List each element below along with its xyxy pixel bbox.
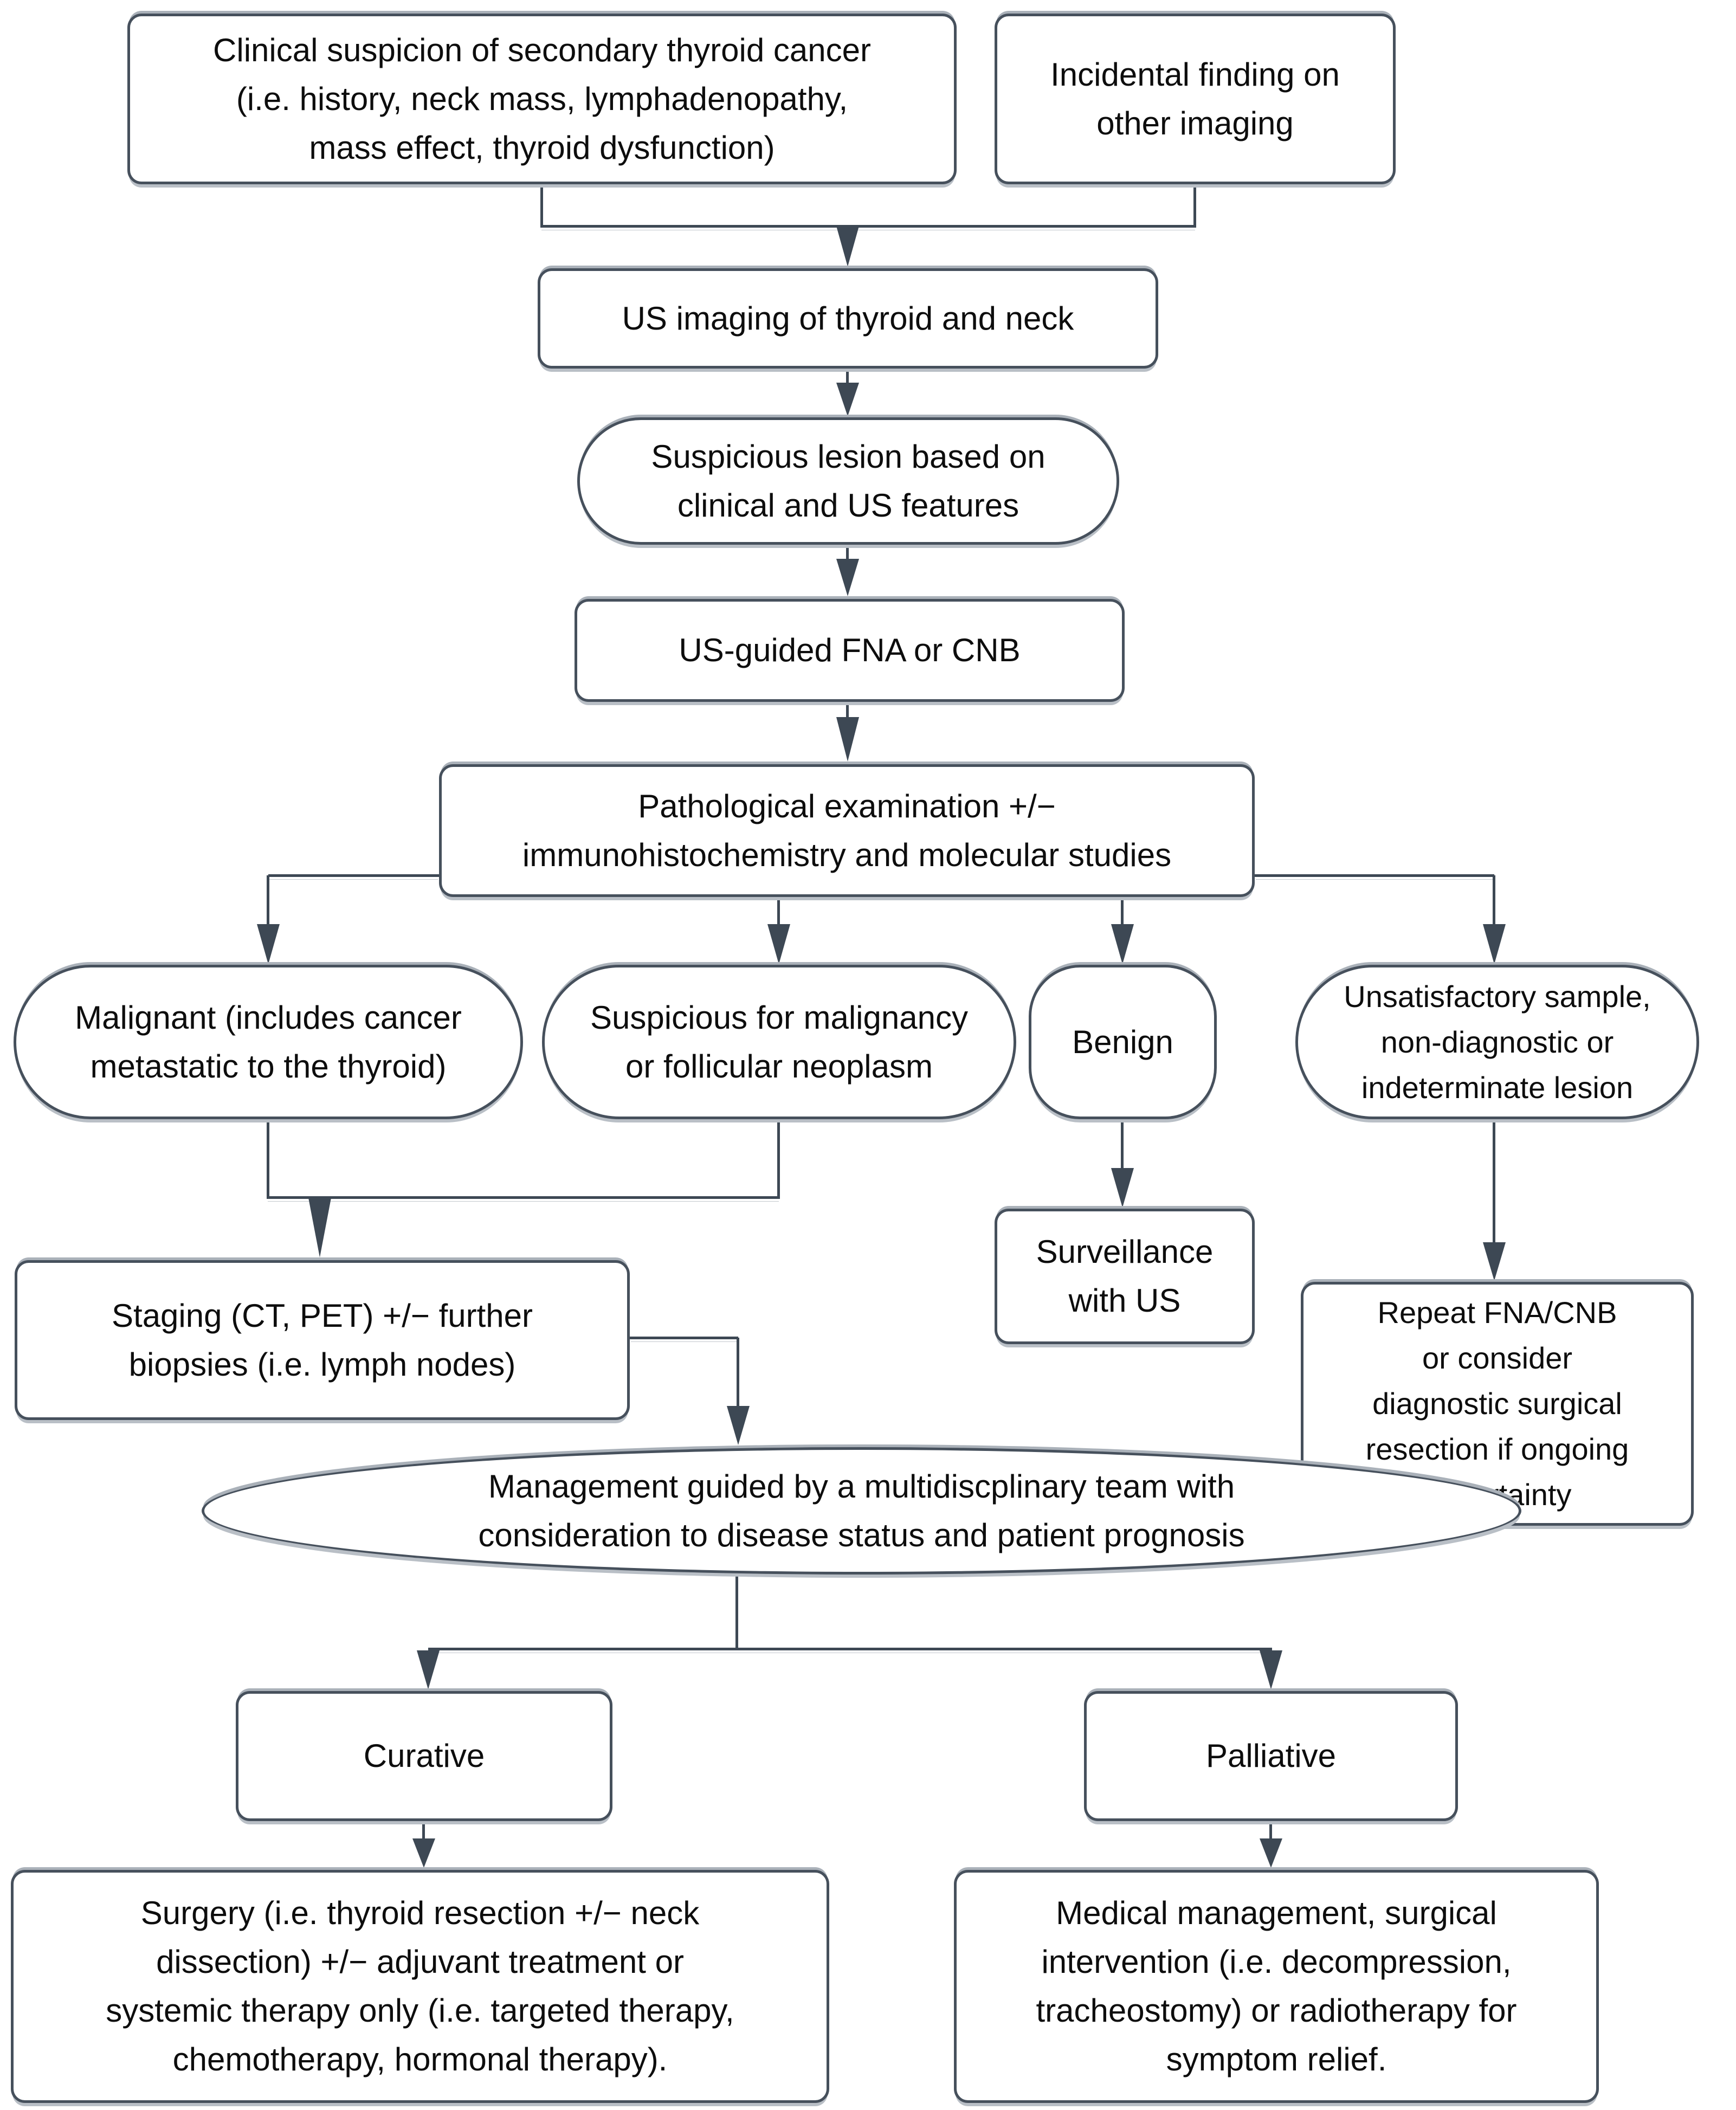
node-staging: Staging (CT, PET) +/− further biopsies (… (15, 1260, 630, 1420)
node-label: Clinical suspicion of secondary thyroid … (213, 31, 871, 166)
arrowhead-to-repeat-fna (1483, 1242, 1506, 1281)
connector-malignant-down (267, 1119, 269, 1198)
node-label: Suspicious for malignancy or follicular … (590, 999, 968, 1085)
connector-management-down (735, 1575, 738, 1649)
node-label: Medical management, surgical interventio… (1036, 1895, 1517, 2077)
node-label: Incidental finding on other imaging (1050, 56, 1340, 141)
node-medical-management: Medical management, surgical interventio… (954, 1870, 1599, 2103)
arrowhead-to-benign (1111, 924, 1134, 964)
node-curative: Curative (236, 1691, 612, 1821)
node-suspicious-for-malignancy: Suspicious for malignancy or follicular … (542, 965, 1016, 1119)
connector-lesion-down (846, 545, 849, 561)
node-suspicious-lesion: Suspicious lesion based on clinical and … (577, 417, 1119, 545)
connector-curative-down (422, 1821, 425, 1840)
arrowhead-to-suspicious-malignancy (767, 924, 790, 964)
node-label: Benign (1072, 1023, 1173, 1060)
node-label: Repeat FNA/CNB or consider diagnostic su… (1365, 1295, 1629, 1512)
connector-benign-down (1121, 1119, 1124, 1170)
connector-clinical-down (540, 184, 543, 228)
node-unsatisfactory-sample: Unsatisfactory sample, non-diagnostic or… (1295, 965, 1699, 1119)
node-label: Curative (363, 1738, 485, 1774)
node-label: US-guided FNA or CNB (679, 632, 1021, 668)
arrowhead-to-staging (308, 1198, 331, 1257)
node-label: Staging (CT, PET) +/− further biopsies (… (112, 1297, 533, 1383)
node-malignant: Malignant (includes cancer metastatic to… (14, 965, 523, 1119)
arrowhead-to-pathology (836, 717, 859, 762)
connector-suspicious-down (777, 1119, 780, 1198)
connector-pathology-down-2 (1121, 897, 1124, 927)
node-us-guided-fna: US-guided FNA or CNB (575, 599, 1125, 702)
node-repeat-fna: Repeat FNA/CNB or consider diagnostic su… (1301, 1282, 1694, 1526)
arrowhead-to-unsatisfactory (1483, 924, 1506, 964)
connector-merge-staging (267, 1196, 780, 1199)
arrowhead-to-surveillance (1111, 1168, 1134, 1208)
connector-pathology-down-1 (777, 897, 780, 927)
connector-incidental-down (1193, 184, 1196, 228)
node-label: Palliative (1205, 1738, 1337, 1774)
arrowhead-to-surgery (412, 1838, 435, 1868)
node-label: Suspicious lesion based on clinical and … (651, 438, 1046, 524)
node-label: Malignant (includes cancer metastatic to… (75, 999, 462, 1085)
arrowhead-to-malignant (257, 924, 280, 964)
connector-staging-right (630, 1337, 738, 1339)
node-benign: Benign (1029, 965, 1217, 1119)
connector-pathology-right (1255, 874, 1494, 877)
connector-unsatisfactory-down (1493, 1119, 1495, 1244)
node-label: Unsatisfactory sample, non-diagnostic or… (1344, 979, 1651, 1105)
connector-pathology-left (268, 874, 439, 877)
node-label: Surgery (i.e. thyroid resection +/− neck… (106, 1895, 734, 2077)
connector-fna-down (846, 702, 849, 719)
connector-us-imaging-down (846, 369, 849, 385)
node-surveillance: Surveillance with US (995, 1209, 1255, 1344)
arrowhead-to-palliative (1260, 1650, 1282, 1689)
connector-pathology-left-down (267, 875, 269, 927)
node-label: Surveillance with US (1036, 1234, 1214, 1319)
arrowhead-to-fna (836, 559, 859, 596)
node-pathology: Pathological examination +/− immunohisto… (439, 764, 1255, 897)
node-surgery: Surgery (i.e. thyroid resection +/− neck… (11, 1870, 829, 2103)
node-palliative: Palliative (1084, 1691, 1458, 1821)
node-clinical-suspicion: Clinical suspicion of secondary thyroid … (127, 14, 957, 184)
node-label: US imaging of thyroid and neck (622, 300, 1074, 337)
connector-pathology-right-down (1493, 875, 1495, 927)
connector-palliative-down (1269, 1821, 1272, 1840)
node-incidental-finding: Incidental finding on other imaging (995, 14, 1396, 184)
node-us-imaging: US imaging of thyroid and neck (538, 268, 1158, 369)
node-label: Management guided by a multidiscplinary … (478, 1468, 1245, 1553)
node-label: Pathological examination +/− immunohisto… (522, 788, 1172, 873)
arrowhead-to-suspicious-lesion (836, 383, 859, 416)
node-management: Management guided by a multidiscplinary … (202, 1447, 1521, 1575)
arrowhead-to-curative (417, 1650, 440, 1689)
connector-staging-down (737, 1338, 739, 1407)
arrowhead-to-medical (1260, 1838, 1282, 1868)
arrowhead-to-us-imaging (836, 226, 859, 267)
connector-merge-top (540, 225, 1196, 228)
connector-split (428, 1648, 1272, 1650)
arrowhead-to-management (727, 1406, 750, 1445)
